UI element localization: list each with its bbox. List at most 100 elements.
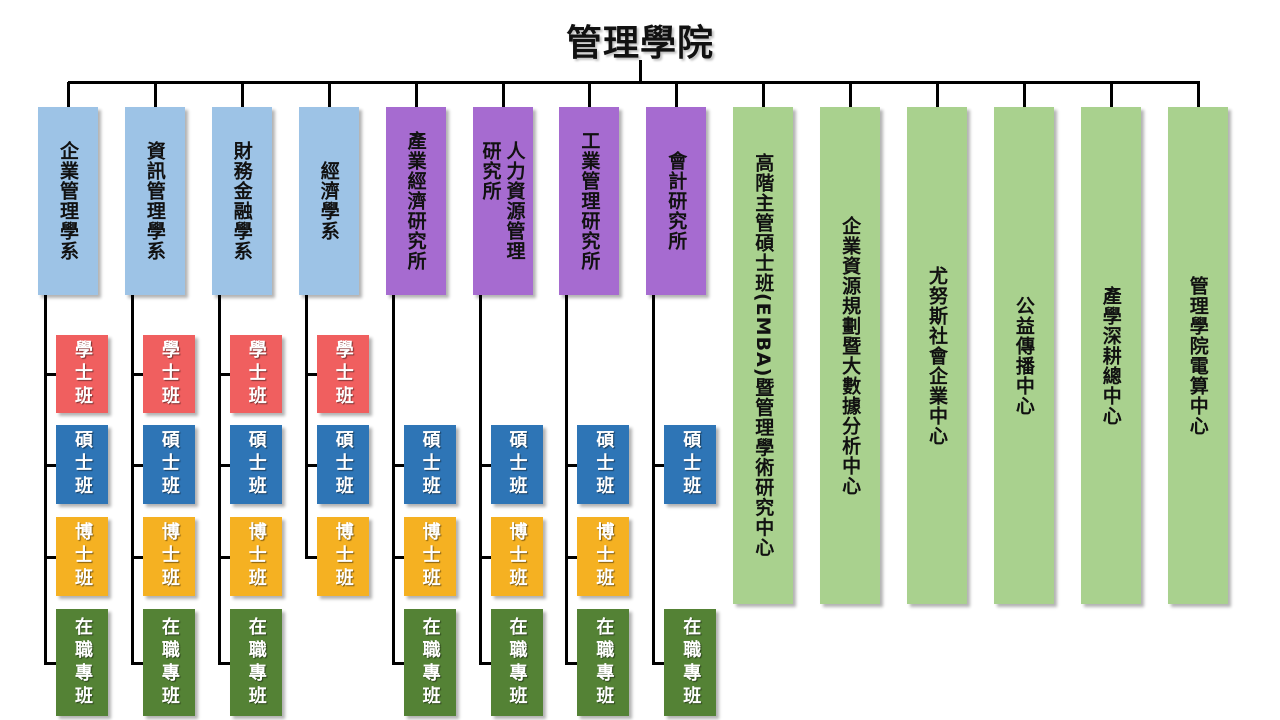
- connector-drop: [414, 82, 418, 108]
- unit-label: 人力資源管理 研究所: [479, 141, 526, 261]
- program-box-master: 碩士班: [577, 425, 630, 504]
- connector-program-spine: [565, 295, 569, 664]
- program-box-bachelor: 學士班: [142, 335, 195, 413]
- connector-program-branch: [565, 463, 578, 467]
- program-label: 碩士班: [332, 430, 354, 499]
- connector-program-branch: [652, 661, 665, 665]
- program-label: 學士班: [72, 339, 93, 409]
- program-box-in-service: 在職專班: [490, 609, 543, 716]
- unit-label: 公益傳播中心: [1012, 295, 1035, 416]
- program-label: 碩士班: [680, 430, 702, 499]
- connector-drop: [1109, 82, 1113, 108]
- program-label: 在職專班: [680, 616, 702, 709]
- unit-label: 產業經濟研究所: [404, 131, 427, 271]
- program-box-master: 碩士班: [490, 425, 543, 504]
- connector-drop: [153, 82, 157, 108]
- program-box-master: 碩士班: [316, 425, 369, 504]
- connector-program-branch: [304, 555, 317, 559]
- unit-label: 管理學院電算中心: [1186, 275, 1209, 436]
- unit-center: 尤努斯社會企業中心: [907, 107, 967, 604]
- connector-program-branch: [304, 463, 317, 467]
- program-label: 博士班: [72, 522, 93, 591]
- connector-program-branch: [217, 373, 230, 376]
- org-chart-title: 管理學院: [565, 23, 714, 64]
- connector-program-spine: [304, 295, 308, 558]
- program-box-doctoral: 博士班: [56, 517, 108, 596]
- program-box-bachelor: 學士班: [56, 335, 108, 413]
- connector-program-branch: [44, 373, 56, 376]
- unit-department: 資訊管理學系: [124, 107, 185, 295]
- program-label: 博士班: [506, 522, 528, 591]
- program-label: 學士班: [332, 339, 354, 409]
- unit-center: 企業資源規劃暨大數據分析中心: [820, 107, 881, 604]
- program-box-in-service: 在職專班: [56, 609, 108, 716]
- unit-label: 工業管理研究所: [578, 131, 601, 271]
- program-label: 博士班: [158, 522, 180, 591]
- program-label: 碩士班: [506, 430, 528, 499]
- connector-program-branch: [478, 661, 491, 665]
- program-label: 在職專班: [245, 616, 267, 709]
- program-label: 在職專班: [506, 616, 528, 709]
- unit-institute: 人力資源管理 研究所: [472, 107, 533, 295]
- connector-program-branch: [217, 555, 230, 559]
- connector-drop: [1196, 82, 1200, 108]
- connector-program-branch: [44, 555, 56, 559]
- unit-label: 會計研究所: [665, 151, 688, 251]
- unit-label: 企業管理學系: [57, 141, 79, 261]
- connector-drop: [849, 82, 853, 108]
- unit-institute: 產業經濟研究所: [385, 107, 446, 295]
- program-box-master: 碩士班: [56, 425, 108, 504]
- unit-label: 企業資源規劃暨大數據分析中心: [839, 215, 862, 496]
- connector-bus: [68, 81, 1200, 84]
- connector-trunk: [639, 60, 642, 83]
- program-label: 博士班: [419, 522, 441, 591]
- connector-program-spine: [391, 295, 395, 664]
- connector-program-branch: [565, 555, 578, 559]
- program-label: 學士班: [158, 339, 180, 409]
- connector-drop: [240, 82, 244, 108]
- connector-program-branch: [217, 661, 230, 665]
- program-label: 碩士班: [245, 430, 267, 499]
- program-box-in-service: 在職專班: [664, 609, 717, 716]
- unit-label: 財務金融學系: [230, 141, 253, 261]
- unit-center: 高階主管碩士班(EMBA)暨管理學術研究中心: [733, 107, 794, 604]
- connector-program-branch: [565, 661, 578, 665]
- program-label: 碩士班: [593, 430, 615, 499]
- connector-drop: [588, 82, 592, 108]
- program-box-in-service: 在職專班: [403, 609, 456, 716]
- program-label: 博士班: [593, 522, 615, 591]
- connector-drop: [327, 82, 331, 108]
- unit-label: 資訊管理學系: [143, 141, 166, 261]
- connector-drop: [762, 82, 766, 108]
- program-label: 在職專班: [593, 616, 615, 709]
- program-label: 博士班: [245, 522, 267, 591]
- unit-center: 公益傳播中心: [993, 107, 1054, 604]
- connector-program-branch: [391, 463, 404, 467]
- program-label: 博士班: [332, 522, 354, 591]
- unit-label: 產學深耕總中心: [1099, 285, 1122, 426]
- connector-program-spine: [652, 295, 656, 664]
- connector-program-branch: [391, 661, 404, 665]
- program-box-master: 碩士班: [142, 425, 195, 504]
- connector-program-branch: [130, 555, 143, 559]
- connector-drop: [936, 82, 939, 108]
- unit-center: 管理學院電算中心: [1167, 107, 1228, 604]
- program-box-doctoral: 博士班: [577, 517, 630, 596]
- program-box-doctoral: 博士班: [229, 517, 282, 596]
- program-box-master: 碩士班: [229, 425, 282, 504]
- program-label: 在職專班: [158, 616, 180, 709]
- connector-program-spine: [217, 295, 221, 664]
- connector-program-branch: [304, 373, 317, 376]
- connector-program-spine: [44, 295, 47, 664]
- program-label: 學士班: [245, 339, 267, 409]
- connector-program-branch: [130, 373, 143, 376]
- program-box-in-service: 在職專班: [577, 609, 630, 716]
- program-box-in-service: 在職專班: [229, 609, 282, 716]
- program-box-master: 碩士班: [403, 425, 456, 504]
- unit-department: 企業管理學系: [38, 107, 98, 295]
- unit-label: 高階主管碩士班(EMBA)暨管理學術研究中心: [752, 153, 775, 558]
- connector-drop: [675, 82, 679, 108]
- program-box-bachelor: 學士班: [229, 335, 282, 413]
- unit-center: 產學深耕總中心: [1080, 107, 1141, 604]
- program-label: 在職專班: [419, 616, 441, 709]
